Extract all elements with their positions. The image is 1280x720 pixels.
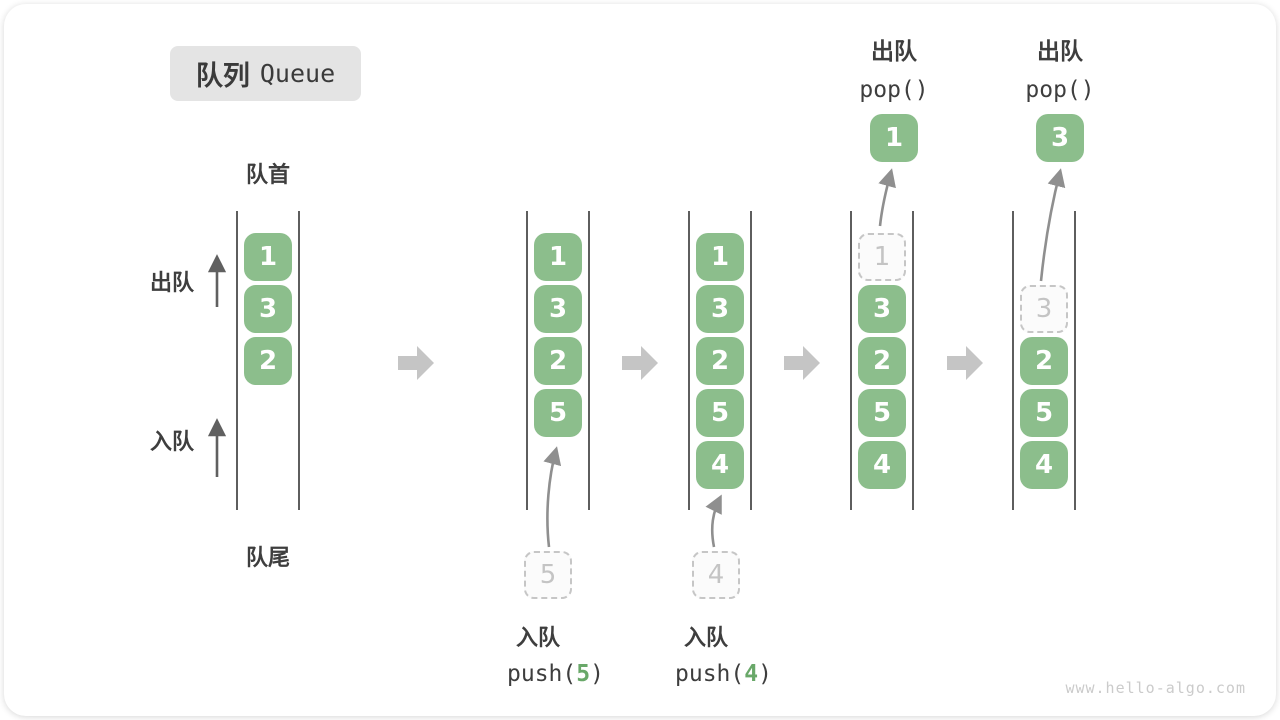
queue-wall-right [912, 211, 914, 510]
queue-item-5: 5 [858, 389, 906, 437]
fn-close: ) [590, 661, 604, 687]
queue-wall-right [588, 211, 590, 510]
title-en: Queue [259, 59, 336, 88]
fn-close: ) [758, 661, 772, 687]
dequeued-slot-3: 3 [1020, 285, 1068, 333]
queue-item-1: 1 [244, 233, 292, 281]
stage-caption-code: push(5) [507, 661, 604, 687]
fn-arg: 4 [744, 661, 759, 687]
queue-item-5: 5 [534, 389, 582, 437]
label-dequeue: 出队 [150, 271, 195, 296]
queue-item-2: 2 [534, 337, 582, 385]
stage-caption-code: push(4) [675, 661, 772, 687]
staging-item-4: 4 [692, 551, 740, 599]
queue-wall-left [688, 211, 690, 510]
stage-header-pop-1: 出队 pop() [859, 32, 928, 103]
queue-wall-right [298, 211, 300, 510]
title-badge: 队列 Queue [170, 46, 361, 101]
queue-item-4: 4 [858, 441, 906, 489]
queue-wall-left [850, 211, 852, 510]
queue-item-3: 3 [534, 285, 582, 333]
stage-caption-op: 入队 [516, 626, 561, 651]
queue-item-3: 3 [858, 285, 906, 333]
queue-item-1: 1 [534, 233, 582, 281]
queue-item-2: 2 [1020, 337, 1068, 385]
stage-header-code: pop() [1025, 77, 1095, 103]
stage-header-pop-3: 出队 pop() [1025, 32, 1094, 103]
stage-caption-push-5: 入队 push(5) [507, 620, 604, 687]
queue-wall-left [236, 211, 238, 510]
watermark: www.hello-algo.com [1065, 679, 1246, 697]
label-enqueue: 入队 [150, 430, 195, 455]
stage-header-op: 出队 [871, 39, 917, 65]
stage-caption-push-4: 入队 push(4) [675, 620, 772, 687]
queue-wall-right [750, 211, 752, 510]
queue-item-4: 4 [1020, 441, 1068, 489]
stage-header-code: pop() [859, 77, 929, 103]
queue-item-2: 2 [696, 337, 744, 385]
diagram-card [4, 4, 1276, 716]
queue-item-4: 4 [696, 441, 744, 489]
staging-item-5: 5 [524, 551, 572, 599]
queue-wall-left [1012, 211, 1014, 510]
stage-header-op: 出队 [1037, 39, 1083, 65]
queue-item-2: 2 [858, 337, 906, 385]
popped-item-3: 3 [1036, 114, 1084, 162]
fn-arg: 5 [576, 661, 591, 687]
queue-item-5: 5 [1020, 389, 1068, 437]
queue-item-3: 3 [696, 285, 744, 333]
label-queue-rear: 队尾 [245, 546, 290, 571]
dequeued-slot-1: 1 [858, 233, 906, 281]
label-queue-front: 队首 [245, 163, 290, 188]
stage-caption-op: 入队 [684, 626, 729, 651]
queue-item-5: 5 [696, 389, 744, 437]
queue-item-1: 1 [696, 233, 744, 281]
queue-item-3: 3 [244, 285, 292, 333]
fn-open: push( [507, 661, 577, 687]
queue-wall-left [526, 211, 528, 510]
fn-open: push( [675, 661, 745, 687]
queue-wall-right [1074, 211, 1076, 510]
title-zh: 队列 [195, 61, 250, 92]
queue-item-2: 2 [244, 337, 292, 385]
popped-item-1: 1 [870, 114, 918, 162]
